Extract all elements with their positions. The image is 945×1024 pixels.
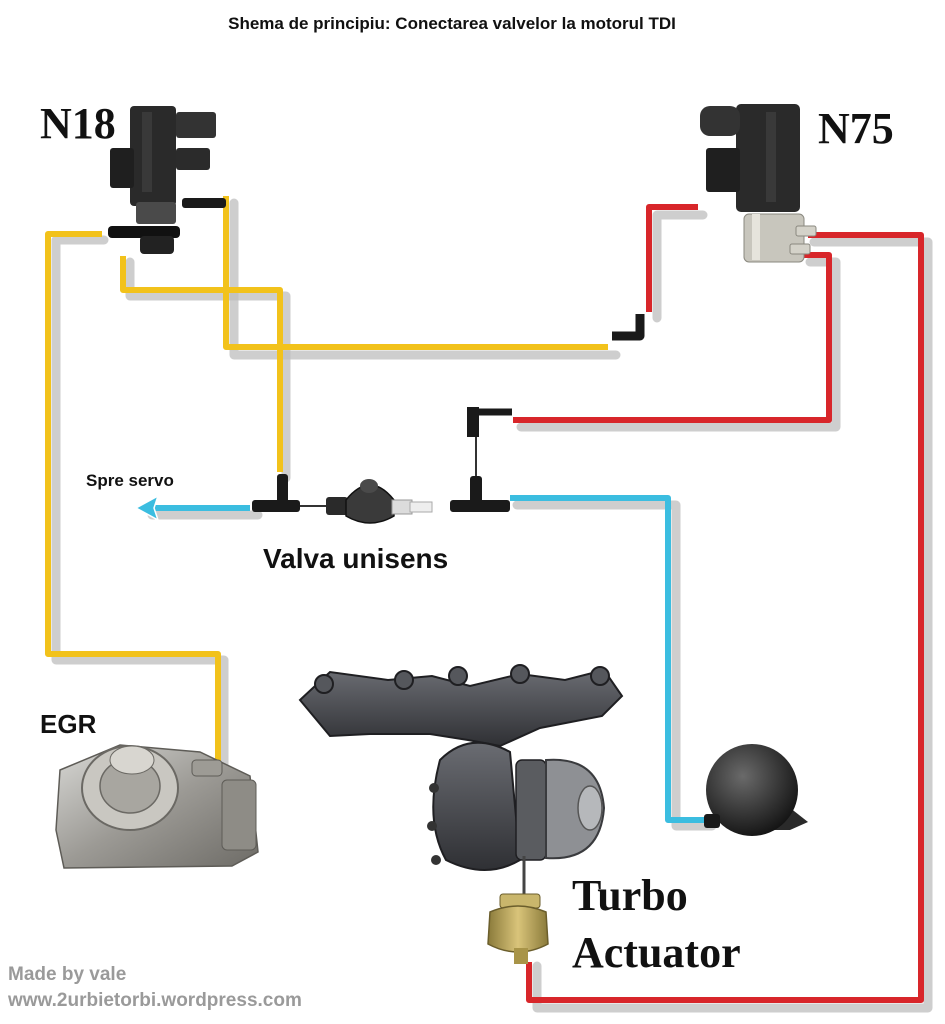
red-vacuum-lines bbox=[513, 204, 924, 1003]
n18-label: N18 bbox=[40, 99, 116, 148]
egr-valve-image bbox=[55, 744, 259, 869]
valva-unisens-image bbox=[326, 479, 433, 524]
vacuum-reservoir-image bbox=[704, 744, 808, 836]
yellow-line-n18-to-n75 bbox=[223, 196, 608, 350]
blue-line-to-reservoir bbox=[510, 495, 706, 823]
red-line-n75-top bbox=[646, 204, 698, 312]
turbo-label: Turbo bbox=[572, 871, 688, 920]
credit-website: www.2urbietorbi.wordpress.com bbox=[7, 990, 302, 1011]
diagram-title: Shema de principiu: Conectarea valvelor … bbox=[228, 14, 676, 33]
tee-connector-left bbox=[252, 474, 300, 512]
black-connectors bbox=[252, 314, 645, 512]
tee-connector-right bbox=[450, 476, 510, 512]
arrow-spre-servo bbox=[134, 494, 160, 522]
turbocharger-image bbox=[298, 664, 624, 896]
yellow-line-n18-to-egr bbox=[45, 231, 221, 771]
egr-label: EGR bbox=[40, 709, 97, 739]
valva-unisens-label: Valva unisens bbox=[263, 543, 448, 574]
credit-made-by: Made by vale bbox=[8, 964, 126, 985]
spre-servo-label: Spre servo bbox=[86, 471, 174, 490]
n75-label: N75 bbox=[818, 104, 894, 153]
n75-solenoid-valve-image bbox=[700, 104, 817, 263]
blue-vacuum-lines bbox=[134, 494, 706, 823]
red-line-n75-to-actuator bbox=[526, 232, 924, 1003]
pipe-shadows bbox=[51, 198, 933, 1013]
red-line-n75-to-tee bbox=[513, 252, 832, 423]
actuator-label: Actuator bbox=[572, 928, 741, 977]
turbo-actuator-image bbox=[487, 893, 549, 964]
yellow-line-n18-to-tee bbox=[120, 256, 283, 472]
n18-solenoid-valve-image bbox=[108, 106, 226, 254]
